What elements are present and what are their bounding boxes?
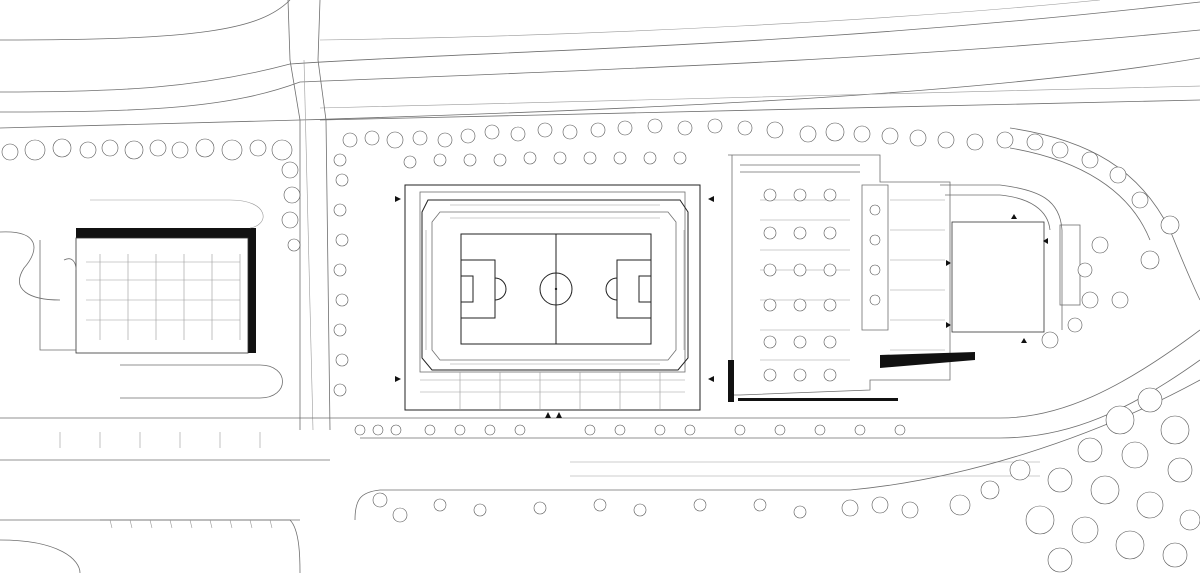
- stadium: [395, 184, 714, 418]
- curb-hatch: [0, 519, 300, 573]
- tree-canopy: [1, 118, 1200, 573]
- arena-building: [940, 184, 1081, 343]
- parking-garage: [0, 199, 283, 399]
